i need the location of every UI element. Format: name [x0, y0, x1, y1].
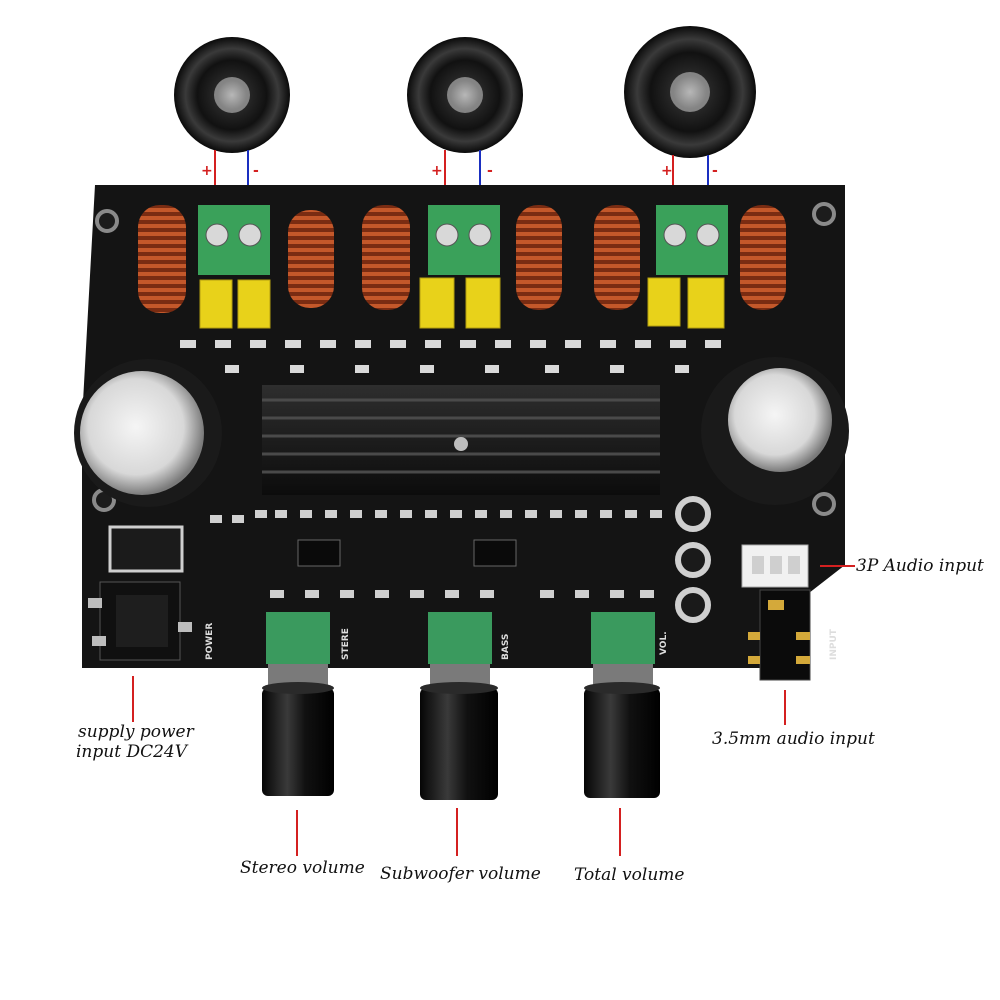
callout-supply-power-line1: supply power	[78, 722, 194, 742]
subwoofer-knob	[420, 612, 498, 800]
heatsink	[262, 385, 660, 495]
callout-supply-power-line2: input DC24V	[76, 742, 187, 762]
headphone-jack	[748, 589, 811, 681]
film-capacitors	[199, 277, 725, 329]
pcb-label-input: INPUT	[829, 628, 839, 660]
electrolytic-capacitor-left	[74, 359, 222, 507]
speaker-center	[407, 37, 523, 153]
callout-3-5mm-audio-input: 3.5mm audio input	[712, 729, 875, 749]
total-volume-knob	[584, 612, 660, 798]
speaker-left	[174, 37, 290, 153]
dc-power-jack	[88, 581, 192, 661]
polarity-plus-right: +	[661, 163, 673, 179]
callout-subwoofer-volume: Subwoofer volume	[380, 864, 541, 884]
polarity-plus-left: +	[201, 163, 213, 179]
pcb-label-vol: VOL.	[659, 631, 669, 655]
pcb-label-stere: STERE	[341, 628, 351, 660]
mounting-holes	[92, 202, 836, 516]
speaker-right	[624, 26, 756, 158]
small-capacitors	[675, 496, 711, 623]
leader-lines	[132, 565, 855, 856]
polarity-minus-center: -	[487, 163, 493, 179]
callout-total-volume: Total volume	[574, 865, 685, 885]
diode-d1	[108, 525, 184, 573]
polarity-minus-right: -	[712, 163, 718, 179]
audio-connector-3p	[741, 544, 809, 588]
callout-3p-audio-input: 3P Audio input	[856, 556, 984, 576]
pcb-label-bass: BASS	[501, 634, 511, 660]
pcb-label-power: POWER	[205, 623, 215, 660]
stereo-knob	[262, 612, 334, 796]
lower-components	[210, 510, 662, 598]
inductor-coils	[138, 205, 786, 313]
callout-stereo-volume: Stereo volume	[240, 858, 365, 878]
polarity-minus-left: -	[253, 163, 259, 179]
speaker-terminals	[198, 205, 728, 275]
polarity-plus-center: +	[431, 163, 443, 179]
electrolytic-capacitor-right	[701, 357, 849, 505]
smd-components	[180, 340, 721, 373]
